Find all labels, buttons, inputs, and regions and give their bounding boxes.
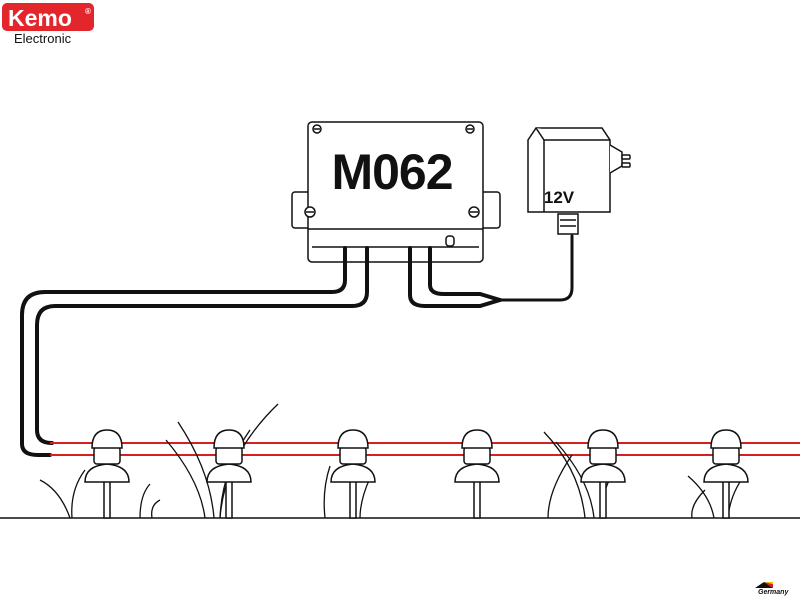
module-box [291, 121, 501, 263]
garden-light-icon [703, 429, 749, 519]
garden-lights [84, 429, 749, 519]
brand-subtitle: Electronic [14, 31, 72, 46]
input-cables [408, 234, 574, 308]
garden-light-icon [454, 429, 500, 519]
grass-icon [39, 403, 745, 519]
module-label: M062 [331, 144, 453, 200]
garden-light-icon [84, 429, 130, 519]
output-cables [20, 246, 369, 457]
registered-mark: ® [85, 7, 91, 16]
garden-light-icon [206, 429, 252, 519]
germany-flag-icon [755, 582, 773, 588]
power-supply-label: 12V [543, 188, 575, 207]
brand-name: Kemo [8, 5, 72, 31]
footer-country: Germany [758, 589, 789, 596]
garden-light-icon [330, 429, 376, 519]
power-adapter-icon [527, 127, 631, 235]
brand-logo: Kemo ® [2, 3, 94, 31]
light-wires [50, 442, 800, 456]
garden-light-icon [580, 429, 626, 519]
